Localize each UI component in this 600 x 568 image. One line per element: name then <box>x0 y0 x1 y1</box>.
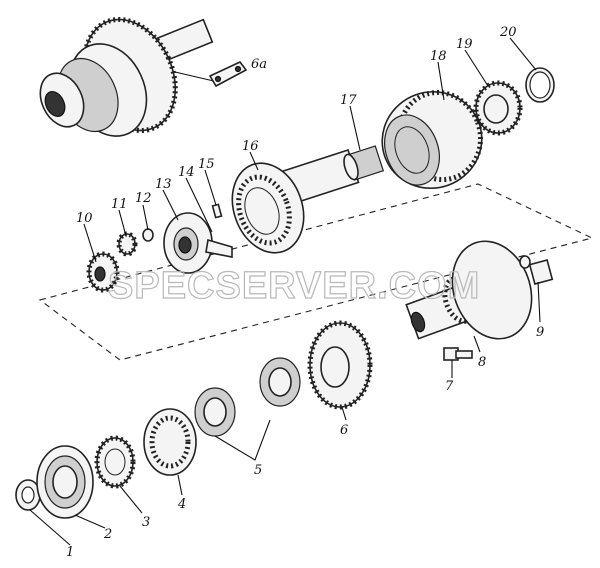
callout-9: 9 <box>536 325 544 340</box>
callout-6: 6 <box>340 423 348 438</box>
part-15-pin <box>211 203 223 219</box>
part-2-bearing <box>36 445 94 519</box>
callout-13: 13 <box>155 177 172 192</box>
assembled-shaft-unit <box>39 17 219 137</box>
part-13-flange-disk <box>163 212 233 274</box>
part-12-washer <box>142 228 154 242</box>
part-19-bearing-ring <box>473 80 523 136</box>
callout-8: 8 <box>478 355 486 370</box>
callout-6a: 6а <box>251 57 267 72</box>
leader-6a <box>174 71 219 83</box>
part-9-bushing <box>519 255 554 285</box>
callout-19: 19 <box>456 37 473 52</box>
assembly-frame <box>38 183 594 361</box>
callout-11: 11 <box>111 197 128 212</box>
part-4-ring-gear <box>143 408 197 476</box>
callout-1: 1 <box>66 545 74 560</box>
callout-3: 3 <box>142 515 150 530</box>
part-5-cages <box>194 357 301 437</box>
front-bore <box>44 91 66 117</box>
leader-lines <box>29 37 541 546</box>
callout-12: 12 <box>135 191 152 206</box>
watermark-text: SPECSERVER.COM <box>108 265 480 307</box>
callout-7: 7 <box>445 379 454 394</box>
part-20-snap-ring <box>525 67 555 103</box>
callout-5: 5 <box>254 463 262 478</box>
part-17-bushing <box>343 145 385 181</box>
callout-labels: 1 2 3 4 5 6 6а 7 8 9 10 11 12 13 14 15 1… <box>66 25 544 560</box>
callout-20: 20 <box>499 25 517 40</box>
callout-16: 16 <box>242 139 259 154</box>
part-11-pinion <box>116 231 138 257</box>
part-8-flanged-shaft <box>405 240 533 340</box>
callout-15: 15 <box>198 157 215 172</box>
part-6-gear <box>307 320 373 410</box>
part-3-splined-gear <box>94 435 136 489</box>
part-16-ring-gear-shaft <box>231 149 360 254</box>
flange-8 <box>451 240 533 340</box>
part-14-bolt <box>205 238 233 258</box>
large-gear-top-teeth <box>82 17 178 133</box>
callout-17: 17 <box>340 93 357 108</box>
part-10-small-gear <box>86 251 120 293</box>
part-6a-bracket <box>208 61 248 88</box>
part-18-drum-gear <box>381 89 483 190</box>
callout-10: 10 <box>76 211 93 226</box>
callout-14: 14 <box>178 165 195 180</box>
callout-2: 2 <box>103 527 112 542</box>
callout-18: 18 <box>430 49 447 64</box>
callout-4: 4 <box>177 497 186 512</box>
part-7-bolt <box>443 347 473 361</box>
